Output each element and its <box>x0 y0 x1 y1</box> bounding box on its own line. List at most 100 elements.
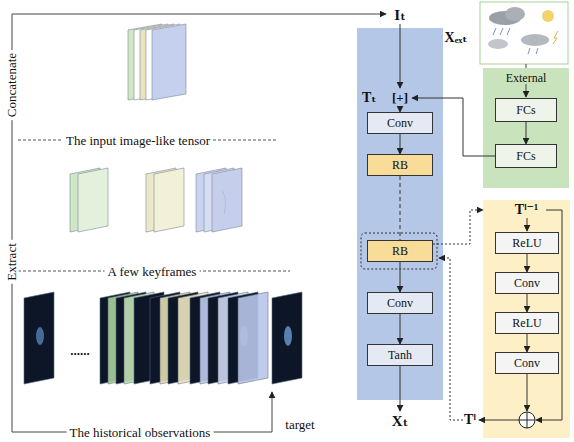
frame <box>238 292 268 384</box>
historical-frames <box>24 292 302 384</box>
connector <box>527 254 528 272</box>
node-text: Tˡ⁻¹ <box>483 202 570 218</box>
cloud-blob <box>240 326 248 346</box>
frame <box>134 292 164 384</box>
section-label: A few keyframes <box>105 264 200 279</box>
frame <box>108 292 138 384</box>
external-arrow <box>526 84 527 97</box>
node-text: RB <box>392 157 408 173</box>
frame <box>78 168 108 232</box>
tensor-stack <box>128 24 186 100</box>
connector <box>527 334 528 352</box>
side-label: Extract <box>4 240 19 284</box>
conv-box: Conv <box>367 112 433 134</box>
cloud-trace <box>222 190 226 214</box>
concat-arrow <box>12 14 386 15</box>
block-output-symbol: Tˡ <box>464 412 476 428</box>
feedback-arrow <box>439 258 463 420</box>
frame <box>146 24 180 100</box>
cloud-blob <box>284 326 292 346</box>
frame <box>212 168 242 232</box>
frame <box>146 168 176 232</box>
frame <box>160 292 190 384</box>
node-text: Conv <box>387 295 413 311</box>
frame <box>150 292 180 384</box>
rain-icon <box>493 28 538 54</box>
node-text: RB <box>392 243 408 259</box>
output-symbol: Xₜ <box>392 413 408 430</box>
block-input-arrow <box>527 218 528 231</box>
conv-box: Conv <box>495 272 559 294</box>
frame <box>200 292 230 384</box>
target-arrow <box>272 392 273 432</box>
node-text: FCs <box>516 102 535 118</box>
fc-box: FCs <box>495 144 557 168</box>
output-arrow <box>400 366 401 411</box>
relu-box: ReLU <box>495 232 559 254</box>
frame <box>228 292 258 384</box>
frame <box>152 24 186 100</box>
wire <box>526 64 527 68</box>
cloud-blob <box>36 327 44 345</box>
conv-box: Conv <box>367 292 433 314</box>
frame <box>190 292 220 384</box>
target-frame <box>272 292 302 384</box>
section-label: The input image-like tensor <box>63 133 213 148</box>
sum-symbol <box>519 412 535 428</box>
frame <box>154 168 184 232</box>
sum-input-arrow <box>527 374 528 411</box>
frame <box>168 292 198 384</box>
sum-symbol <box>519 412 535 428</box>
target-label: target <box>285 417 314 432</box>
conv-box: Conv <box>495 352 559 374</box>
frame <box>128 24 162 100</box>
input-symbol: Iₜ <box>394 7 405 24</box>
connector <box>400 314 401 344</box>
node-text: Tanh <box>388 347 412 363</box>
illustration-frame <box>480 2 568 64</box>
skip-connection <box>536 210 562 420</box>
frame <box>196 168 226 232</box>
network-band: Tₜ[+]ConvRBRBConvTanh <box>357 28 443 400</box>
node-text: ReLU <box>512 235 541 251</box>
sun-icon <box>542 10 554 22</box>
node-text: ReLU <box>512 315 541 331</box>
cloud-icon <box>505 7 525 21</box>
node-text: Conv <box>514 355 540 371</box>
connector <box>400 134 401 154</box>
cloud-icon <box>488 39 508 49</box>
connector <box>526 122 527 144</box>
connector <box>400 176 401 240</box>
frame <box>100 292 130 384</box>
keyframes <box>70 168 242 232</box>
frame <box>208 292 238 384</box>
connector <box>400 107 401 112</box>
relu-box: ReLU <box>495 312 559 334</box>
node-text: [+] <box>392 90 408 106</box>
frame <box>218 292 248 384</box>
residual-block: RB <box>367 154 433 176</box>
node-text: External <box>483 70 569 86</box>
frame <box>204 168 234 232</box>
connector <box>527 294 528 312</box>
tanh-box: Tanh <box>367 344 433 366</box>
node-text: Conv <box>514 275 540 291</box>
input-arrow <box>400 24 401 88</box>
section-label: The historical observations <box>67 425 214 440</box>
block-output-arrow <box>479 420 519 421</box>
frame <box>178 292 208 384</box>
side-label: Concatenate <box>4 50 19 120</box>
external-band: ExternalFCsFCs <box>483 68 569 188</box>
external-symbol: Xₑₓₜ <box>445 30 468 46</box>
node-text: Conv <box>387 115 413 131</box>
cloud-icon <box>521 34 549 46</box>
connector <box>412 98 495 156</box>
frame <box>116 292 146 384</box>
frame <box>124 292 154 384</box>
concat-operator: [+] <box>388 89 412 107</box>
focus-outline <box>361 233 437 269</box>
ellipsis: ...... <box>70 343 90 358</box>
